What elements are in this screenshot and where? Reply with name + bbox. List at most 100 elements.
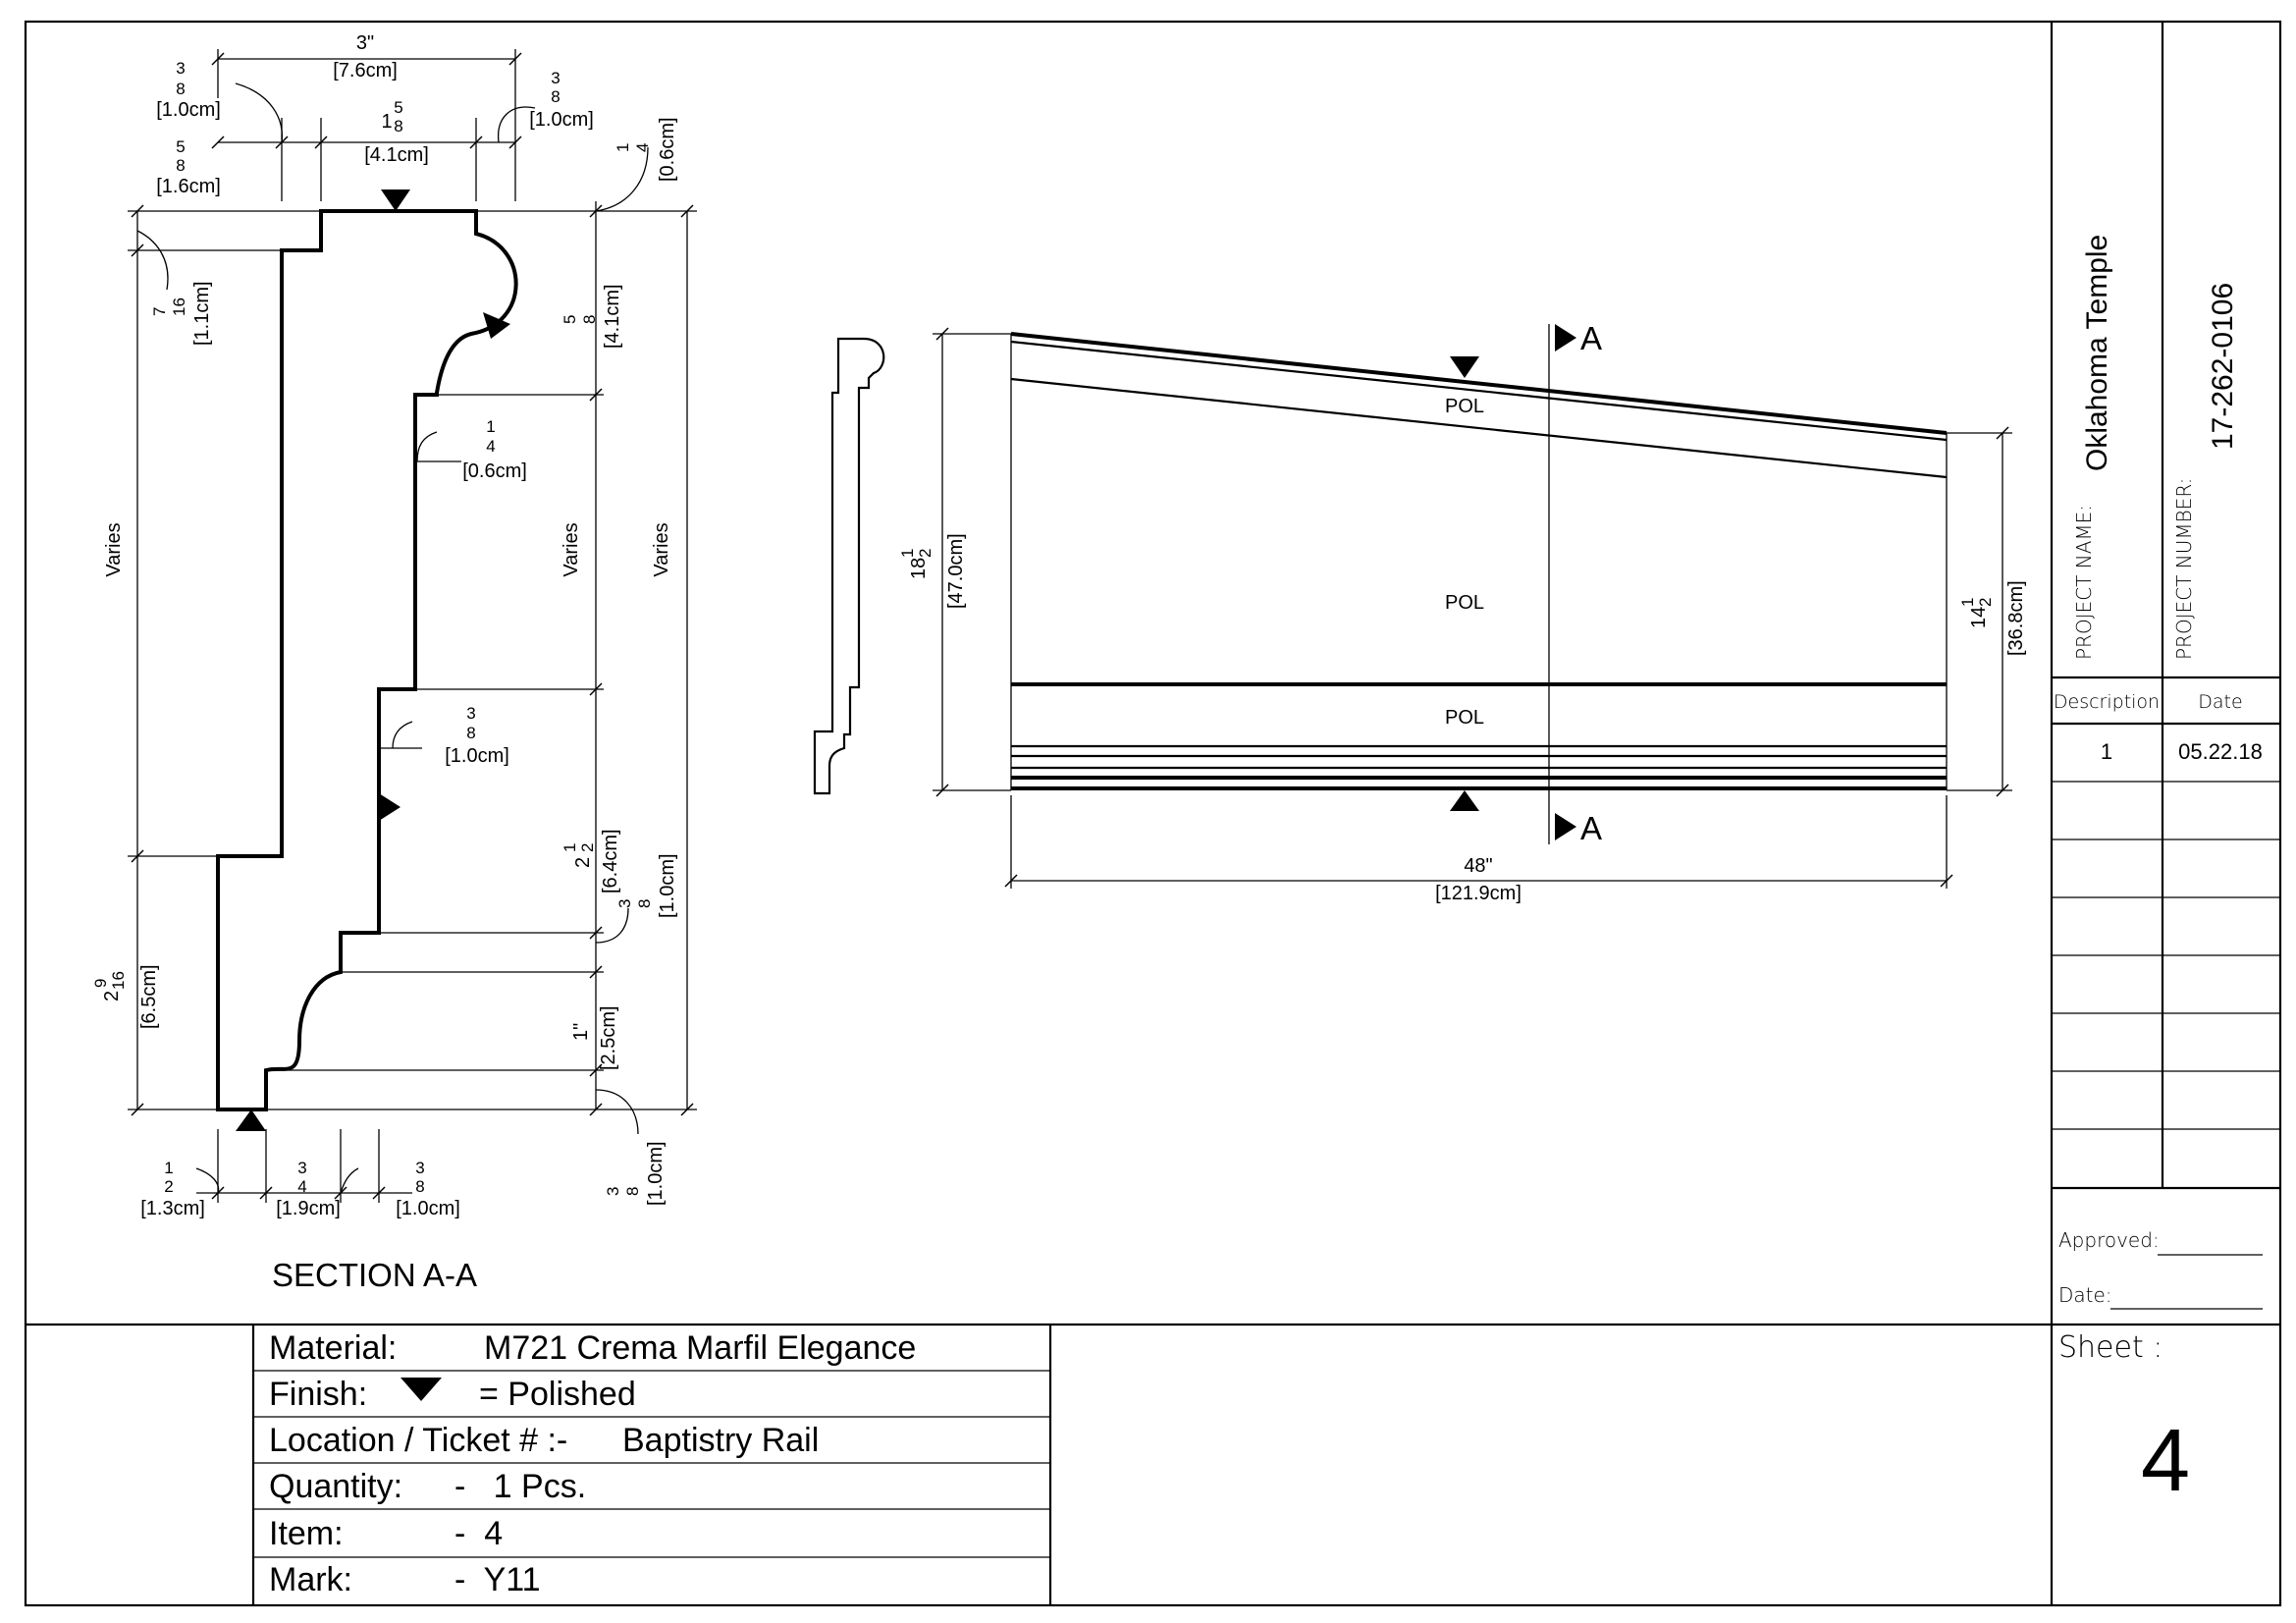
elev-height-left-den: 2 <box>916 549 934 558</box>
polished-marker-bottom <box>236 1109 266 1131</box>
dim-right-base-num: 1" <box>570 1023 592 1041</box>
elev-height-right-num: 1 <box>1958 598 1977 607</box>
rev-row-description: 1 <box>2101 739 2112 764</box>
item-label: Item: <box>269 1515 344 1552</box>
dim-bot-a-den: 2 <box>164 1177 173 1196</box>
location-label: Location / Ticket # :- <box>269 1422 567 1459</box>
dim-top-mid-cm: [4.1cm] <box>364 144 429 166</box>
section-profile <box>216 189 518 1131</box>
polished-marker-top <box>381 189 410 211</box>
dim-right-mid-num: 1 <box>561 843 579 852</box>
mark-label: Mark: <box>269 1561 352 1598</box>
finish-label-base: POL <box>1445 707 1484 729</box>
elev-height-left-num: 1 <box>898 549 917 558</box>
project-name-label: PROJECT NAME: <box>2072 505 2096 660</box>
elev-height-right-den: 2 <box>1976 598 1995 607</box>
dim-top-mid-whole: 1 <box>381 111 392 133</box>
dim-top-overall-cm: [7.6cm] <box>333 60 398 81</box>
section-marker-top: A <box>1580 320 1602 356</box>
dim-bot-c-den: 8 <box>415 1177 424 1196</box>
dim-right-cove-num: 5 <box>561 315 579 324</box>
material-label: Material: <box>269 1329 397 1367</box>
dim-top-left-a-den: 8 <box>176 80 185 98</box>
dim-top-left-b-den: 8 <box>176 156 185 175</box>
dim-right-low-den: 8 <box>635 899 654 908</box>
dim-bot-b-num: 3 <box>297 1159 306 1177</box>
dim-right-bottom-cm: [1.0cm] <box>645 1141 667 1206</box>
approved-label: Approved: <box>2058 1228 2160 1252</box>
dim-right-cove-cm: [4.1cm] <box>602 284 623 349</box>
rev-row-date: 05.22.18 <box>2178 739 2263 764</box>
dim-right-top-cm: [0.6cm] <box>657 117 678 182</box>
dim-bot-c-cm: [1.0cm] <box>396 1198 460 1219</box>
section-dimension-lines <box>128 49 697 1203</box>
title-block: PROJECT NAME: Oklahoma Temple PROJECT NU… <box>2054 235 2263 1510</box>
dim-left-lower-whole: 2 <box>101 991 123 1001</box>
dim-bot-a-num: 1 <box>164 1159 173 1177</box>
dim-right-mid-den: 2 <box>578 843 597 852</box>
varies-right: Varies <box>651 522 672 576</box>
dim-right-bottom-num: 3 <box>604 1187 622 1196</box>
rev-header-date: Date <box>2198 691 2242 713</box>
spec-table-grid <box>251 1325 1052 1605</box>
elevation-view: A A POL POL POL 18 1 2 [47.0cm] 14 <box>898 320 2027 904</box>
dim-step-quarter-den: 4 <box>486 437 495 456</box>
dim-right-base-cm: [2.5cm] <box>598 1005 619 1070</box>
section-marker-bottom: A <box>1580 810 1602 846</box>
mark-value: - Y11 <box>454 1561 541 1598</box>
project-name: Oklahoma Temple <box>2081 235 2113 471</box>
dim-left-upper-cm: [1.1cm] <box>191 281 213 346</box>
finish-label: Finish: <box>269 1376 367 1413</box>
dim-right-mid-cm: [6.4cm] <box>600 829 621 893</box>
section-title: SECTION A-A <box>272 1257 477 1293</box>
elev-height-right-whole: 14 <box>1968 607 1990 628</box>
finish-value: = Polished <box>479 1376 636 1413</box>
polished-marker-face <box>379 793 400 821</box>
polished-marker-elev-top <box>1450 356 1479 378</box>
dim-step-eighth-num: 3 <box>466 704 475 723</box>
finish-label-face: POL <box>1445 592 1484 614</box>
dim-step-eighth-cm: [1.0cm] <box>445 745 509 767</box>
dim-left-upper-den: 16 <box>170 298 188 316</box>
dim-bot-b-den: 4 <box>297 1177 306 1196</box>
dim-top-left-a-num: 3 <box>176 59 185 78</box>
dim-top-left-b-num: 5 <box>176 137 185 156</box>
polished-marker-elev-bottom <box>1450 790 1479 811</box>
dim-right-top-num: 1 <box>614 143 632 152</box>
varies-mid: Varies <box>561 522 582 576</box>
project-number: 17-262-0106 <box>2207 283 2239 450</box>
sheet-number: 4 <box>2141 1412 2190 1510</box>
section-dimensions-text: 3" [7.6cm] 3 8 [1.0cm] 5 8 [1.6cm] 1 5 8… <box>91 32 678 1293</box>
dim-right-cove-den: 8 <box>580 315 599 324</box>
dim-left-lower-den: 16 <box>109 971 128 990</box>
finish-polished-icon <box>400 1378 442 1401</box>
dim-step-quarter-num: 1 <box>486 417 495 436</box>
dim-top-left-b-cm: [1.6cm] <box>156 176 221 197</box>
date-label: Date: <box>2058 1283 2112 1307</box>
dim-bot-a-cm: [1.3cm] <box>140 1198 205 1219</box>
project-number-label: PROJECT NUMBER: <box>2172 478 2196 660</box>
item-value: - 4 <box>454 1515 503 1552</box>
dim-step-eighth-den: 8 <box>466 724 475 742</box>
dim-left-lower-cm: [6.5cm] <box>138 964 160 1029</box>
dim-left-lower-num: 9 <box>91 979 110 988</box>
finish-label-top: POL <box>1445 396 1484 417</box>
quantity-label: Quantity: <box>269 1468 402 1505</box>
dim-step-quarter-cm: [0.6cm] <box>462 460 527 482</box>
location-value: Baptistry Rail <box>622 1422 819 1459</box>
section-arrow-bottom <box>1555 813 1576 840</box>
drawing-frame <box>24 20 2282 1607</box>
dim-right-mid-whole: 2 <box>572 857 594 868</box>
dim-left-upper-num: 7 <box>150 307 169 316</box>
varies-left: Varies <box>103 522 125 576</box>
dim-bot-c-num: 3 <box>415 1159 424 1177</box>
dim-right-low-num: 3 <box>615 899 634 908</box>
quantity-value: - 1 Pcs. <box>454 1468 586 1505</box>
dim-top-right-den: 8 <box>551 87 560 106</box>
dim-right-low-cm: [1.0cm] <box>657 853 678 918</box>
dim-top-left-a-cm: [1.0cm] <box>156 99 221 121</box>
rev-header-description: Description <box>2054 691 2160 713</box>
sheet-label: Sheet : <box>2058 1330 2163 1365</box>
dim-bot-b-cm: [1.9cm] <box>276 1198 341 1219</box>
section-arrow-top <box>1555 324 1576 352</box>
